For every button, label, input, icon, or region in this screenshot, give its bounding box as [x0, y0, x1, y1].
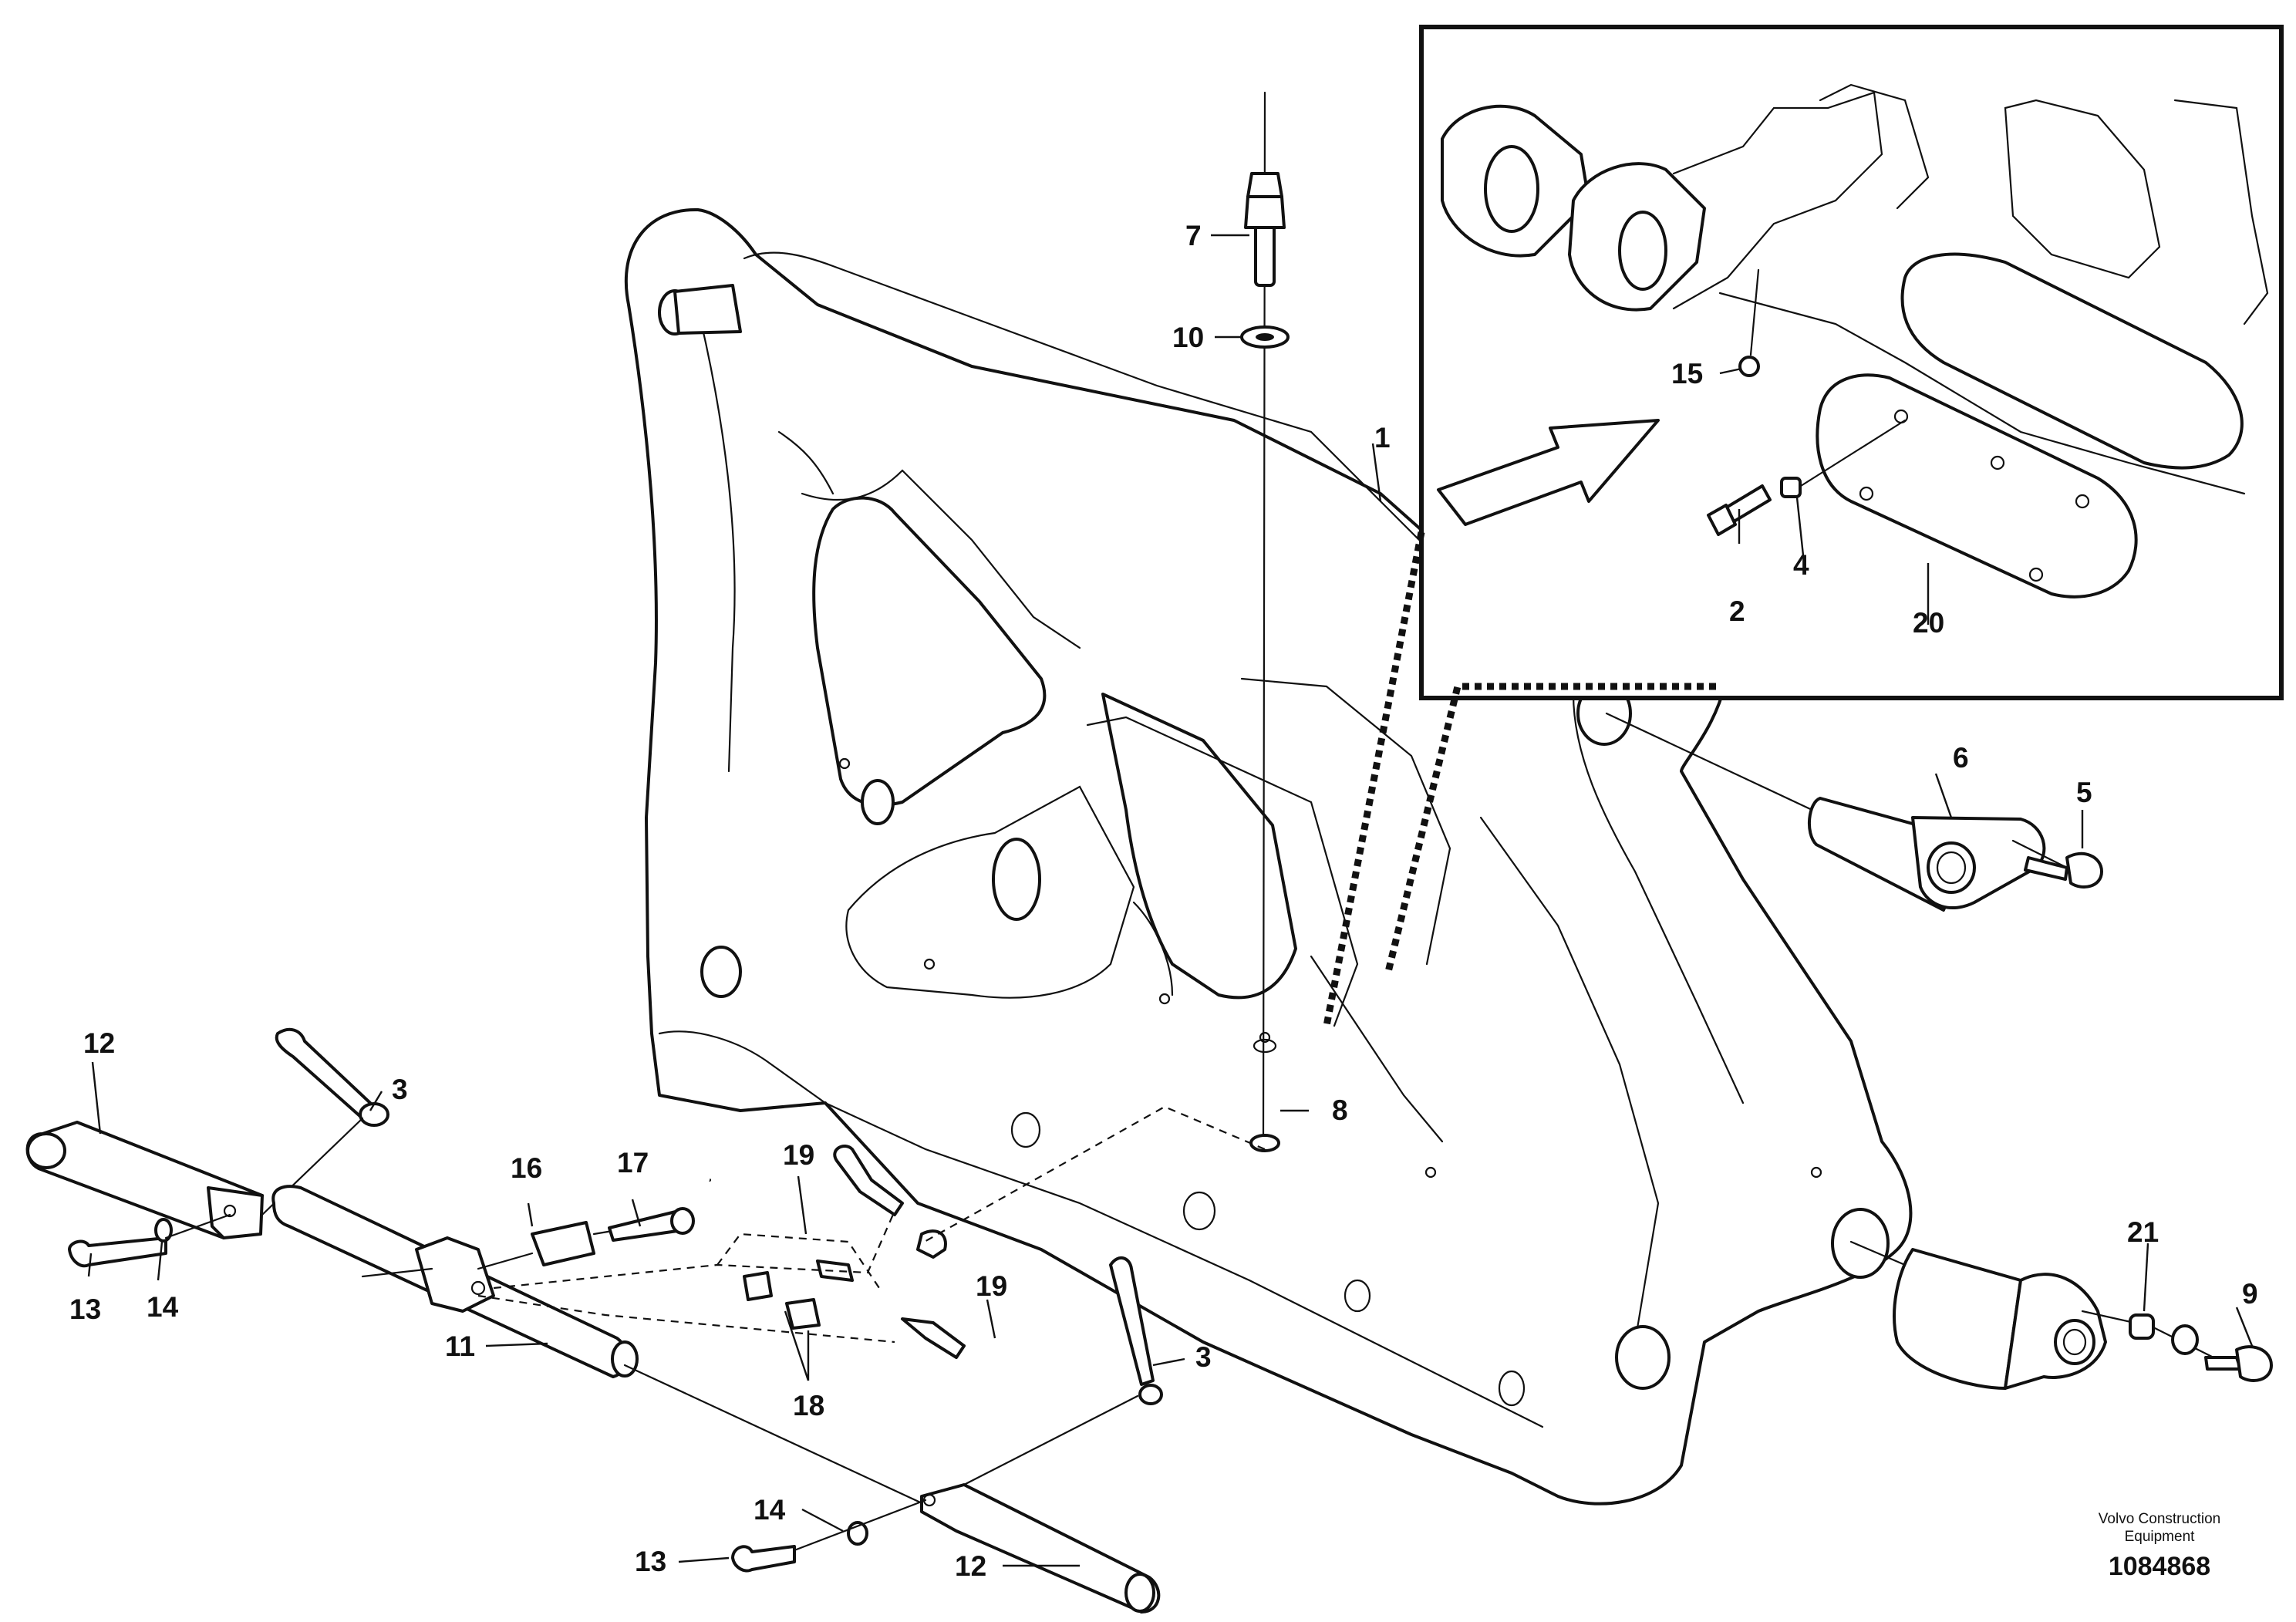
- cylinder-11: [271, 1185, 639, 1378]
- callout-19-upper: 19: [783, 1139, 814, 1171]
- callout-9: 9: [2242, 1278, 2258, 1310]
- loader-frame: [624, 207, 1913, 1506]
- callout-14-lower: 14: [754, 1494, 786, 1526]
- callout-1: 1: [1374, 422, 1391, 454]
- callout-19-lower: 19: [976, 1270, 1007, 1302]
- callout-5: 5: [2076, 777, 2092, 808]
- callout-3-lower: 3: [1195, 1341, 1212, 1373]
- callout-4: 4: [1793, 549, 1809, 581]
- callout-2: 2: [1729, 595, 1745, 627]
- callout-18: 18: [793, 1390, 824, 1421]
- detail-indicator-line: [1323, 531, 1425, 1027]
- leader-line: [963, 1394, 1139, 1486]
- callout-11: 11: [445, 1330, 475, 1362]
- callout-14-upper: 14: [147, 1291, 179, 1323]
- leader-line: [793, 1499, 927, 1552]
- brand-line-1: Volvo Construction: [2099, 1511, 2220, 1527]
- brand-line-2: Equipment: [2125, 1529, 2196, 1545]
- hidden-line: [493, 1210, 896, 1290]
- bolt-assembly-7-10-8: [1240, 91, 1290, 1152]
- callout-10: 10: [1172, 322, 1204, 353]
- leader-line: [164, 1213, 231, 1239]
- pin-12-upper: [25, 1121, 264, 1239]
- lock-3-lower: [1109, 1256, 1163, 1405]
- callout-12-lower: 12: [955, 1550, 986, 1582]
- callout-7: 7: [1185, 220, 1202, 251]
- lock-3-upper: [275, 1027, 389, 1127]
- callout-15: 15: [1671, 358, 1703, 389]
- inset-detail: [1419, 25, 2284, 700]
- valve-16-connector-17: [477, 1207, 695, 1270]
- hidden-line: [921, 1105, 1266, 1244]
- callout-13-lower: 13: [635, 1546, 666, 1577]
- callout-20: 20: [1913, 607, 1944, 639]
- leader-line: [623, 1364, 950, 1517]
- callout-13-upper: 13: [69, 1293, 101, 1325]
- callout-21: 21: [2127, 1216, 2159, 1248]
- drawing-number: 1084868: [2109, 1552, 2210, 1581]
- callout-leaders: [87, 234, 2254, 1567]
- pin-assembly-21-9: [1849, 1240, 2273, 1390]
- hidden-line: [716, 1233, 880, 1289]
- hidden-line: [477, 1294, 895, 1344]
- callout-17: 17: [617, 1147, 649, 1179]
- callout-3-upper: 3: [392, 1074, 408, 1105]
- fittings-18: [743, 1271, 821, 1330]
- pin-12-lower: [920, 1483, 1161, 1614]
- hose-19: [688, 1145, 1064, 1364]
- bolt-13-washer-14-upper: [68, 1218, 173, 1268]
- callout-16: 16: [511, 1152, 542, 1184]
- pin-assembly-6-5: [1605, 712, 2103, 912]
- callout-6: 6: [1953, 742, 1969, 774]
- callout-8: 8: [1332, 1094, 1348, 1126]
- callout-12-upper: 12: [83, 1027, 115, 1059]
